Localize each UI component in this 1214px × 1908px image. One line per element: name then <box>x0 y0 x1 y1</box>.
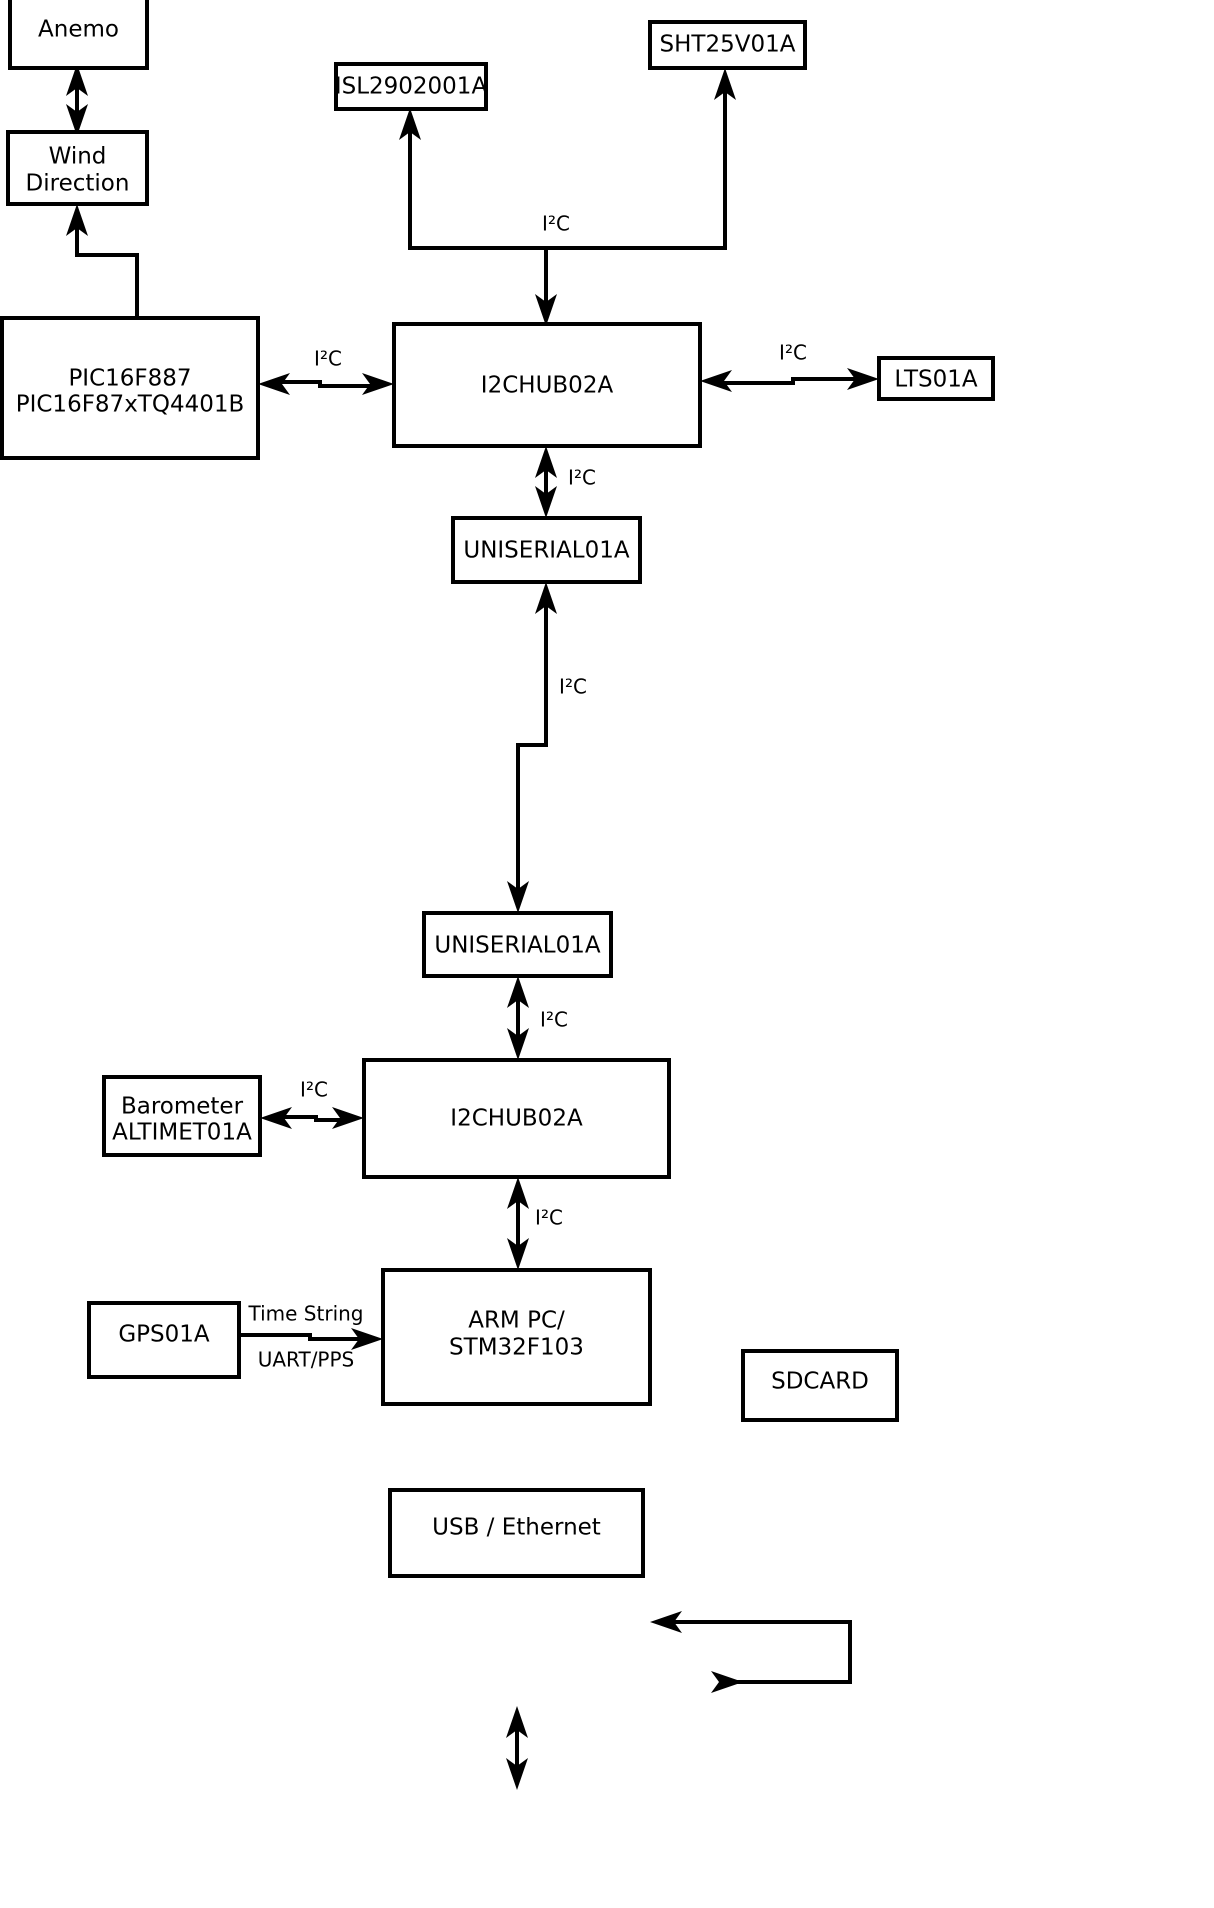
edge-label-unibot-hubbot-i2c: I²C <box>540 1008 568 1032</box>
edge-armpc-sdcard <box>650 1611 852 1693</box>
node-arm-pc-label-line1: ARM PC/ <box>468 1308 565 1334</box>
edge-label-gps-time-string: Time String <box>248 1302 364 1326</box>
node-wind-direction-label-line2: Direction <box>26 171 130 197</box>
edge-label-hubbot-armpc-i2c: I²C <box>535 1206 563 1230</box>
node-lts01a-label: LTS01A <box>894 367 978 393</box>
node-lts01a[interactable]: LTS01A <box>877 356 995 401</box>
node-gps01a[interactable]: GPS01A <box>87 1301 241 1379</box>
node-barometer-altimet01a[interactable]: Barometer ALTIMET01A <box>102 1075 262 1157</box>
node-uniserial01a-top[interactable]: UNISERIAL01A <box>451 516 642 584</box>
node-sht25v01a-label: SHT25V01A <box>660 32 796 58</box>
node-i2chub02a-bottom[interactable]: I2CHUB02A <box>362 1058 671 1179</box>
edge-label-hubtop-bus-i2c: I²C <box>542 212 570 236</box>
edge-hubbot-armpc <box>507 1177 529 1270</box>
node-uniserial01a-top-label: UNISERIAL01A <box>463 538 630 564</box>
node-pic16f887-label-line1: PIC16F887 <box>68 366 191 392</box>
edge-wind-anemo <box>66 64 88 136</box>
node-i2chub02a-bottom-label: I2CHUB02A <box>450 1106 583 1132</box>
edge-baro-hubbot <box>260 1107 364 1129</box>
node-usb-ethernet[interactable]: USB / Ethernet <box>388 1488 645 1578</box>
edge-unibot-hubbot <box>507 976 529 1060</box>
node-arm-pc[interactable]: ARM PC/ STM32F103 <box>381 1268 652 1406</box>
edge-armpc-usb <box>506 1706 528 1790</box>
node-anemo-label: Anemo <box>38 17 119 43</box>
edge-label-unitop-unibot-i2c: I²C <box>559 675 587 699</box>
node-sdcard-label: SDCARD <box>771 1369 869 1395</box>
node-anemo[interactable]: Anemo <box>8 0 149 70</box>
node-usb-ethernet-label: USB / Ethernet <box>432 1515 601 1541</box>
edge-label-gps-uart-pps: UART/PPS <box>258 1348 355 1372</box>
node-barometer-label-line2: ALTIMET01A <box>112 1120 252 1146</box>
node-barometer-label-line1: Barometer <box>121 1094 244 1120</box>
edge-label-hubtop-unitop-i2c: I²C <box>568 466 596 490</box>
node-uniserial01a-bottom[interactable]: UNISERIAL01A <box>422 911 613 978</box>
node-arm-pc-label-line2: STM32F103 <box>449 1335 584 1361</box>
edge-label-baro-hubbot-i2c: I²C <box>300 1078 328 1102</box>
edge-hubtop-unitop <box>535 446 557 518</box>
edge-label-pic-hubtop-i2c: I²C <box>314 347 342 371</box>
edge-pic-wind <box>66 204 139 318</box>
node-isl2902001a[interactable]: ISL2902001A <box>334 62 488 111</box>
edge-pic-hubtop <box>258 373 394 395</box>
node-i2chub02a-top-label: I2CHUB02A <box>481 373 614 399</box>
edge-hubtop-lts <box>700 368 879 392</box>
edge-hubtop-bus <box>399 68 736 326</box>
node-i2chub02a-top[interactable]: I2CHUB02A <box>392 322 702 448</box>
node-pic16f887-label-line2: PIC16F87xTQ4401B <box>16 392 245 418</box>
node-uniserial01a-bottom-label: UNISERIAL01A <box>434 933 601 959</box>
node-gps01a-label: GPS01A <box>118 1322 210 1348</box>
node-sdcard[interactable]: SDCARD <box>741 1349 899 1422</box>
node-isl2902001a-label: ISL2902001A <box>335 74 488 100</box>
edge-label-hubtop-lts-i2c: I²C <box>779 341 807 365</box>
node-pic16f887[interactable]: PIC16F887 PIC16F87xTQ4401B <box>0 316 260 460</box>
edge-gps-armpc <box>239 1328 383 1350</box>
node-wind-direction-label-line1: Wind <box>49 144 107 170</box>
node-wind-direction[interactable]: Wind Direction <box>6 130 149 206</box>
node-sht25v01a[interactable]: SHT25V01A <box>648 20 807 70</box>
edge-unitop-unibot <box>507 582 557 913</box>
